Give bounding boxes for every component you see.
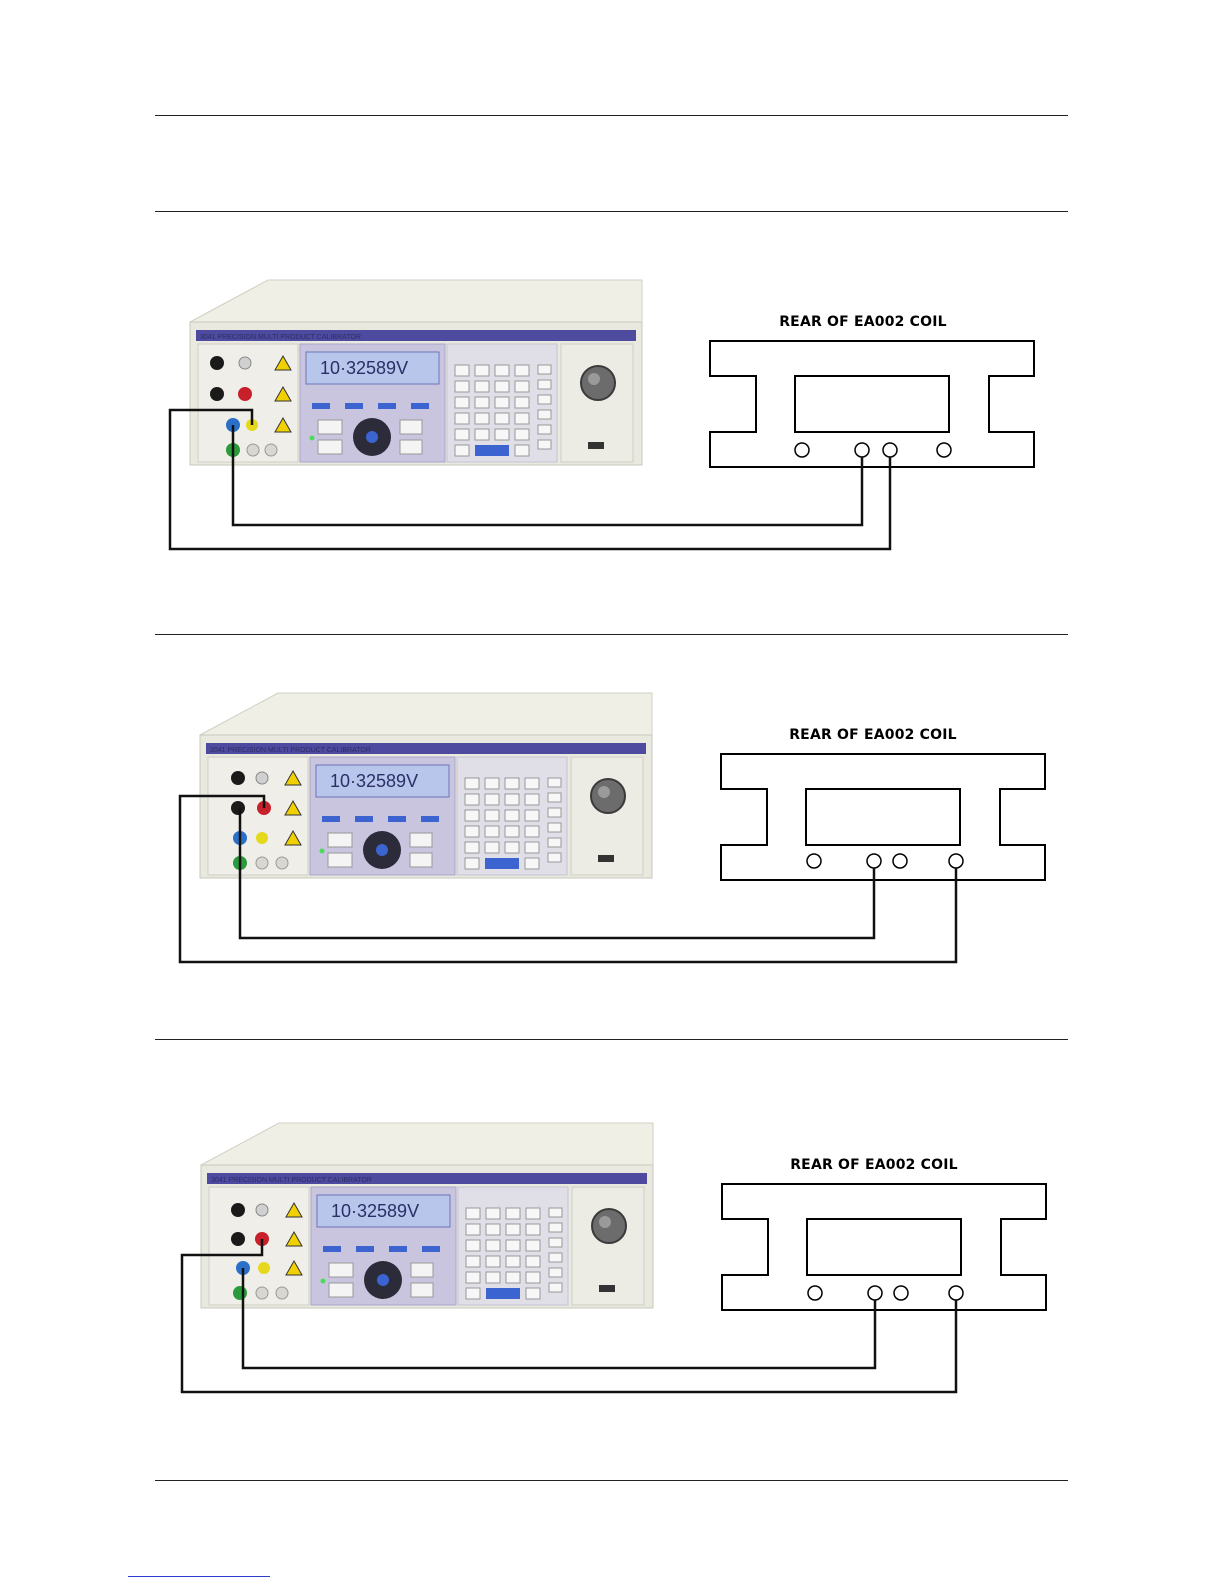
- enter-key[interactable]: [486, 1288, 520, 1299]
- calibrator-instrument: 3041 PRECISION MULTI PRODUCT CALIBRATOR …: [201, 1123, 653, 1308]
- range-down-button[interactable]: [410, 853, 432, 867]
- usb-port: [588, 442, 604, 449]
- range-down-button[interactable]: [411, 1283, 433, 1297]
- softkey[interactable]: [421, 816, 439, 822]
- coil-terminal-2: [867, 854, 881, 868]
- calibrator-instrument: 3041 PRECISION MULTI PRODUCT CALIBRATOR …: [200, 693, 652, 878]
- display-reading: 10·32589V: [331, 1201, 419, 1221]
- terminal-black-2: [210, 387, 224, 401]
- terminal-black-2: [231, 801, 245, 815]
- output-button[interactable]: [329, 1283, 353, 1297]
- coil-label: REAR OF EA002 COIL: [779, 314, 947, 330]
- coil-terminal-4: [949, 1286, 963, 1300]
- separator-rule-top: [155, 115, 1068, 116]
- coil-terminal-2: [855, 443, 869, 457]
- ea002-coil-rear: REAR OF EA002 COIL: [721, 727, 1045, 880]
- calibrator-instrument: 3041 PRECISION MULTI PRODUCT CALIBRATOR …: [190, 280, 642, 465]
- softkey[interactable]: [312, 403, 330, 409]
- coil-label: REAR OF EA002 COIL: [790, 1157, 958, 1173]
- usb-port: [598, 855, 614, 862]
- softkey[interactable]: [378, 403, 396, 409]
- standby-button[interactable]: [328, 833, 352, 847]
- standby-button[interactable]: [318, 420, 342, 434]
- coil-window: [795, 376, 949, 432]
- instrument-title: 3041 PRECISION MULTI PRODUCT CALIBRATOR: [210, 747, 371, 754]
- output-button[interactable]: [318, 440, 342, 454]
- enter-button[interactable]: [376, 844, 388, 856]
- separator-rule-2: [155, 634, 1068, 635]
- softkey[interactable]: [323, 1246, 341, 1252]
- usb-port: [599, 1285, 615, 1292]
- coil-terminal-1: [795, 443, 809, 457]
- softkey[interactable]: [322, 816, 340, 822]
- standby-button[interactable]: [329, 1263, 353, 1277]
- ea002-coil-rear: REAR OF EA002 COIL: [722, 1157, 1046, 1310]
- connection-diagram-2: 3041 PRECISION MULTI PRODUCT CALIBRATOR …: [0, 683, 1225, 1013]
- diagram-3-svg: 3041 PRECISION MULTI PRODUCT CALIBRATOR …: [0, 1113, 1225, 1413]
- coil-outline: [722, 1184, 1046, 1310]
- coil-label: REAR OF EA002 COIL: [789, 727, 957, 743]
- output-button[interactable]: [328, 853, 352, 867]
- connection-diagram-3: 3041 PRECISION MULTI PRODUCT CALIBRATOR …: [0, 1113, 1225, 1443]
- coil-terminal-4: [949, 854, 963, 868]
- coil-window: [807, 1219, 961, 1275]
- range-up-button[interactable]: [410, 833, 432, 847]
- terminal-black-2: [231, 1232, 245, 1246]
- display-reading: 10·32589V: [330, 771, 418, 791]
- terminal-green: [233, 1286, 247, 1300]
- enter-button[interactable]: [377, 1274, 389, 1286]
- softkey[interactable]: [355, 816, 373, 822]
- separator-rule-bottom: [155, 1480, 1068, 1481]
- enter-key[interactable]: [475, 445, 509, 456]
- coil-window: [806, 789, 960, 845]
- terminal-black-1: [231, 1203, 245, 1217]
- diagram-2-svg: 3041 PRECISION MULTI PRODUCT CALIBRATOR …: [0, 683, 1225, 983]
- diagram-1-svg: 3041 PRECISION MULTI PRODUCT CALIBRATOR …: [0, 270, 1225, 570]
- softkey[interactable]: [356, 1246, 374, 1252]
- terminal-black-1: [210, 356, 224, 370]
- terminal-black-1: [231, 771, 245, 785]
- coil-terminal-2: [868, 1286, 882, 1300]
- range-down-button[interactable]: [400, 440, 422, 454]
- connection-diagram-1: 3041 PRECISION MULTI PRODUCT CALIBRATOR …: [0, 270, 1225, 600]
- terminal-yellow: [256, 832, 268, 844]
- display-reading: 10·32589V: [320, 358, 408, 378]
- footer-link-underline[interactable]: [128, 1576, 270, 1577]
- separator-rule-1: [155, 211, 1068, 212]
- status-led: [321, 1279, 326, 1284]
- coil-terminal-3: [883, 443, 897, 457]
- separator-rule-3: [155, 1039, 1068, 1040]
- instrument-title: 3041 PRECISION MULTI PRODUCT CALIBRATOR: [211, 1177, 372, 1184]
- terminal-yellow: [258, 1262, 270, 1274]
- coil-terminal-3: [893, 854, 907, 868]
- terminal-red: [238, 387, 252, 401]
- range-up-button[interactable]: [411, 1263, 433, 1277]
- status-led: [320, 849, 325, 854]
- softkey[interactable]: [388, 816, 406, 822]
- softkey[interactable]: [345, 403, 363, 409]
- softkey[interactable]: [411, 403, 429, 409]
- softkey[interactable]: [422, 1246, 440, 1252]
- coil-terminal-3: [894, 1286, 908, 1300]
- coil-terminal-4: [937, 443, 951, 457]
- enter-button[interactable]: [366, 431, 378, 443]
- softkey[interactable]: [389, 1246, 407, 1252]
- coil-terminal-1: [808, 1286, 822, 1300]
- ea002-coil-rear: REAR OF EA002 COIL: [710, 314, 1034, 467]
- enter-key[interactable]: [485, 858, 519, 869]
- instrument-title: 3041 PRECISION MULTI PRODUCT CALIBRATOR: [200, 334, 361, 341]
- coil-outline: [721, 754, 1045, 880]
- range-up-button[interactable]: [400, 420, 422, 434]
- coil-outline: [710, 341, 1034, 467]
- status-led: [310, 436, 315, 441]
- coil-terminal-1: [807, 854, 821, 868]
